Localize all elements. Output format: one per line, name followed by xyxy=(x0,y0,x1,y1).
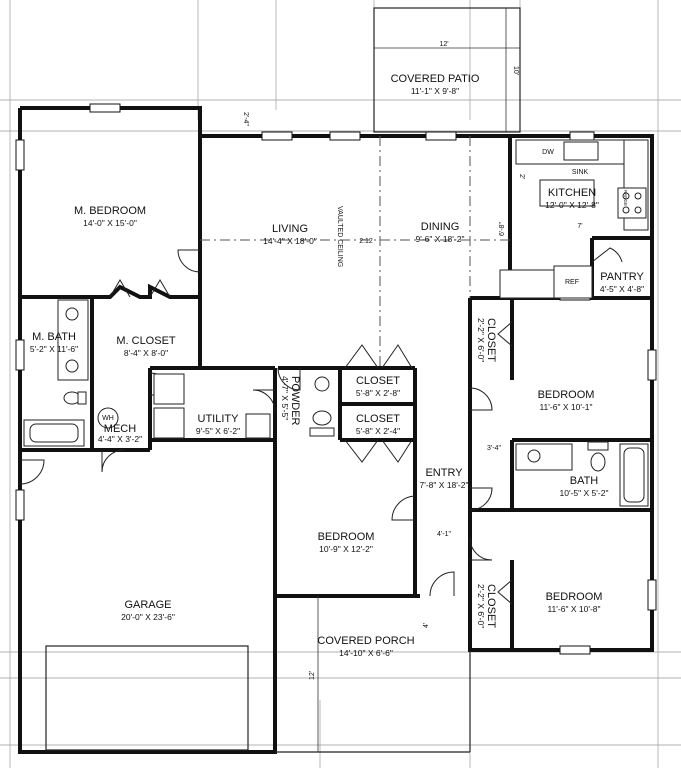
kitchen-small-dim: 2' xyxy=(518,174,525,179)
dimension-labels: 12' 10' 2'-4" 2' 6'-8" 7' 3'-4" 4'-1" 4'… xyxy=(242,41,583,680)
range-label: RANGE xyxy=(623,190,628,206)
interior-walls xyxy=(20,136,652,650)
bedroom-3-name: BEDROOM xyxy=(546,591,603,603)
bedroom-2-name: BEDROOM xyxy=(318,531,375,543)
porch-depth-dim: 12' xyxy=(309,671,316,680)
closet-d-name: CLOSET xyxy=(485,584,497,628)
dishwasher-label: DW xyxy=(542,149,554,156)
entry-width-dim: 4'-1" xyxy=(437,531,451,538)
kitchen-height-dim: 6'-8" xyxy=(499,222,506,236)
living-name: LIVING xyxy=(272,223,308,235)
bedroom-1-name: BEDROOM xyxy=(538,389,595,401)
closet-b-dims: 5'-8" X 2'-4" xyxy=(356,426,400,436)
m-closet-name: M. CLOSET xyxy=(116,335,176,347)
kitchen-name: KITCHEN xyxy=(548,187,596,199)
garage-name: GARAGE xyxy=(124,599,171,611)
refrigerator-label: REF xyxy=(565,279,579,286)
entry-name: ENTRY xyxy=(425,467,463,479)
hall-width-dim: 3'-4" xyxy=(487,445,501,452)
covered-porch-outline xyxy=(275,596,471,753)
vaulted-ceiling-note: VAULTED CEILING xyxy=(336,206,343,267)
entry-dims: 7'-8" X 18'-2" xyxy=(420,480,469,490)
doors xyxy=(19,247,623,605)
m-bath-name: M. BATH xyxy=(32,331,76,343)
kitchen-dims: 12'-0" X 12'-8" xyxy=(545,200,599,210)
pantry-name: PANTRY xyxy=(600,271,644,283)
closet-a-name: CLOSET xyxy=(356,375,400,387)
m-bedroom-dims: 14'-0" X 15'-0" xyxy=(83,218,137,228)
covered-porch-dims: 14'-10" X 6'-6" xyxy=(339,648,393,658)
powder-name: POWDER xyxy=(289,376,301,426)
powder-dims: 4'-7" X 5'-5" xyxy=(280,376,290,420)
bath-dims: 10'-5" X 5'-2" xyxy=(560,488,609,498)
bedroom-2-dims: 10'-9" X 12'-2" xyxy=(319,544,373,554)
patio-width-dim: 12' xyxy=(439,41,448,48)
garage-dims: 20'-0" X 23'-6" xyxy=(121,612,175,622)
bedroom-3-dims: 11'-6" X 10'-8" xyxy=(547,604,600,614)
closet-b-name: CLOSET xyxy=(356,413,400,425)
mech-name: MECH xyxy=(104,423,136,435)
kitchen-width-dim: 7' xyxy=(577,223,582,230)
ceiling-pitch-note: 2:12 xyxy=(359,238,373,245)
fixtures xyxy=(23,139,649,507)
utility-dims: 9'-5" X 6'-2" xyxy=(196,426,240,436)
closet-c-name: CLOSET xyxy=(485,318,497,362)
closet-c-dims: 2'-2" X 6'-0" xyxy=(476,318,486,362)
covered-patio-dims: 11'-1" X 9'-8" xyxy=(411,86,459,96)
bath-name: BATH xyxy=(570,475,599,487)
sink-label: SINK xyxy=(572,169,589,176)
water-heater-label: WH xyxy=(102,415,114,422)
covered-patio-outline xyxy=(373,7,521,133)
garage-door xyxy=(45,645,249,751)
utility-name: UTILITY xyxy=(198,413,240,425)
patio-depth-dim: 10' xyxy=(512,66,519,75)
pantry-dims: 4'-5" X 4'-8" xyxy=(600,284,644,294)
m-bath-dims: 5'-2" X 11'-6" xyxy=(30,344,78,354)
plan-notes: VAULTED CEILING 2:12 SINK DW RANGE REF W… xyxy=(102,149,628,422)
porch-offset-dim: 4' xyxy=(423,623,430,628)
bedroom-1-dims: 11'-6" X 10'-1" xyxy=(539,402,592,412)
m-bedroom-name: M. BEDROOM xyxy=(74,205,146,217)
covered-patio-name: COVERED PATIO xyxy=(391,73,480,85)
m-closet-dims: 8'-4" X 8'-0" xyxy=(124,348,168,358)
living-dims: 14'-4" X 18'-0" xyxy=(263,236,317,246)
mech-dims: 4'-4" X 3'-2" xyxy=(98,434,142,444)
closet-d-dims: 2'-2" X 6'-0" xyxy=(476,584,486,628)
dining-dims: 9'-6" X 18'-2" xyxy=(416,234,465,244)
ceiling-lines xyxy=(200,136,510,368)
covered-porch-name: COVERED PORCH xyxy=(317,635,414,647)
dining-name: DINING xyxy=(421,221,460,233)
closet-a-dims: 5'-8" X 2'-8" xyxy=(356,388,400,398)
room-labels: COVERED PATIO 11'-1" X 9'-8" M. BEDROOM … xyxy=(30,73,645,658)
rear-offset-dim: 2'-4" xyxy=(242,112,249,126)
